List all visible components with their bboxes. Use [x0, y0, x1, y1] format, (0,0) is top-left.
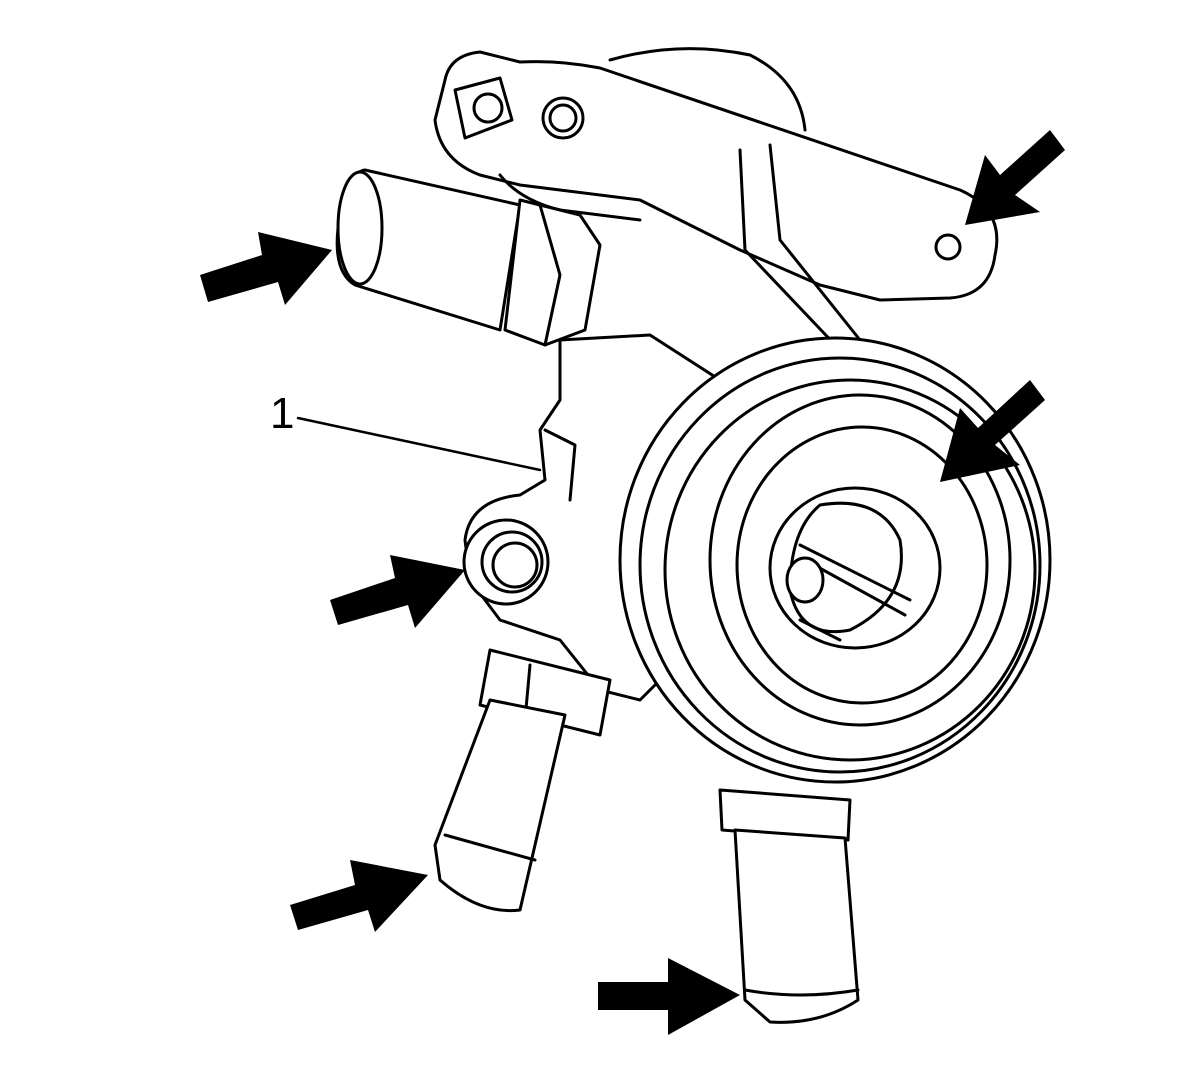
arrow-bolt-hole: [330, 555, 465, 628]
arrow-lower-left-pipe: [290, 860, 428, 932]
callout-1-label: 1: [270, 389, 295, 438]
thermostat-valve: [785, 501, 912, 642]
lower-right-hose-pipe: [718, 788, 860, 1024]
arrow-lower-right-pipe: [598, 958, 740, 1035]
arrow-bracket-hole: [965, 130, 1065, 225]
upper-hose-pipe: [335, 168, 602, 347]
mounting-bracket: [433, 47, 999, 352]
arrow-thermostat: [940, 380, 1045, 482]
lower-left-hose-pipe: [433, 648, 612, 913]
callout-1-leader-line: [296, 416, 542, 472]
arrow-upper-pipe: [200, 232, 332, 305]
indicator-arrows: [200, 130, 1065, 1035]
